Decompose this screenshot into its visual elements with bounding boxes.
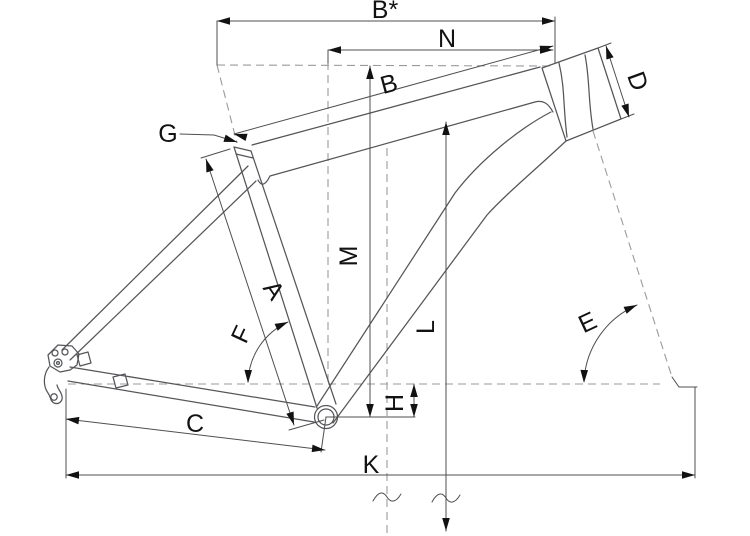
dimension-arrowhead (217, 17, 230, 25)
dim-label-f: F (226, 322, 258, 348)
dim-label-c: C (186, 410, 204, 438)
dim-label-h: H (381, 394, 409, 412)
disc-brake-mount (76, 351, 92, 367)
seat-clamp-line (235, 153, 254, 159)
dim-c-ext-bb (320, 416, 327, 453)
dimension-arrowhead (410, 404, 418, 417)
seat-tube-axis-extension (216, 64, 238, 144)
rear-dropout-plate (47, 344, 80, 373)
dimension-arrowhead (274, 322, 288, 331)
dim-d-ext-top (597, 42, 612, 49)
dimension-arrowhead (244, 369, 253, 383)
dimension-arrowhead (328, 46, 341, 54)
chain-stay-upper-edge (69, 366, 316, 408)
dimension-arrowhead (580, 369, 589, 383)
derailleur-hanger (43, 366, 63, 405)
dim-label-n: N (438, 25, 456, 53)
chain-stay-lower-edge (67, 380, 315, 423)
dim-label-k: K (363, 451, 380, 479)
dimension-arrowhead (366, 404, 374, 417)
dimension-arrowhead (621, 103, 629, 117)
dim-label-e: E (574, 307, 601, 339)
dim-label-l: L (412, 320, 440, 334)
dim-label-b: B (377, 69, 400, 100)
dim-a-ext-bottom (288, 419, 325, 431)
top-tube-lower-edge (257, 100, 554, 185)
dim-a-ext-top (200, 148, 231, 159)
head-tube-axis-extension (592, 130, 673, 378)
down-tube-upper-edge (316, 111, 552, 407)
down-tube-lower-edge (332, 140, 567, 424)
head-tube (541, 47, 622, 142)
dimension-arrowhead (366, 66, 374, 79)
dim-b-line (233, 45, 554, 135)
reference-lines (68, 62, 673, 536)
dimension-arrowhead (66, 416, 80, 425)
dimension-arrowhead (606, 46, 614, 60)
break-symbol-left (372, 492, 402, 502)
dropout-bolt-1 (51, 349, 59, 357)
dimension-arrowhead (539, 45, 553, 54)
dimension-arrowhead (206, 159, 214, 173)
dimension-arrowhead (410, 384, 418, 397)
dim-a-line (205, 158, 295, 426)
dim-label-m: M (335, 246, 363, 267)
dim-label-d: D (621, 68, 653, 95)
dimension-arrowhead (623, 305, 637, 314)
arrowheads (66, 17, 695, 531)
dimension-arrowhead (311, 444, 325, 453)
rear-axle-center (55, 360, 61, 366)
dimension-arrowhead (682, 471, 695, 479)
seat-stay-lower-edge (69, 180, 257, 361)
dimension-lines (65, 16, 698, 532)
dimension-arrowhead (66, 471, 79, 479)
chainstay-mount (112, 373, 129, 389)
dim-c-line (65, 418, 326, 451)
top-horizontal-reference (216, 64, 552, 67)
dimension-arrowhead (223, 134, 237, 142)
front-axle-corner (671, 376, 698, 388)
head-tube-contour-right (584, 54, 594, 130)
seat-tube (233, 146, 337, 409)
break-symbol-right (431, 493, 461, 503)
seat-stay-upper-edge (61, 165, 249, 351)
dim-label-a: A (257, 276, 290, 306)
dropout-bolt-2 (61, 348, 69, 356)
dim-d-ext-bottom (620, 113, 635, 120)
dim-label-bstar: B* (372, 0, 399, 24)
frame (43, 47, 622, 430)
dimension-arrowhead (442, 122, 450, 135)
dim-label-g: G (158, 120, 177, 148)
top-tube-upper-edge (251, 66, 541, 146)
dimension-arrowhead (234, 133, 248, 142)
dimension-arrowhead (442, 518, 450, 531)
dimension-arrowhead (542, 17, 555, 25)
hanger-hole (50, 393, 58, 401)
dim-f-arc (247, 321, 289, 383)
dimension-arrowhead (286, 411, 294, 425)
rear-axle-hole (53, 358, 63, 368)
head-tube-contour-left (558, 62, 568, 138)
